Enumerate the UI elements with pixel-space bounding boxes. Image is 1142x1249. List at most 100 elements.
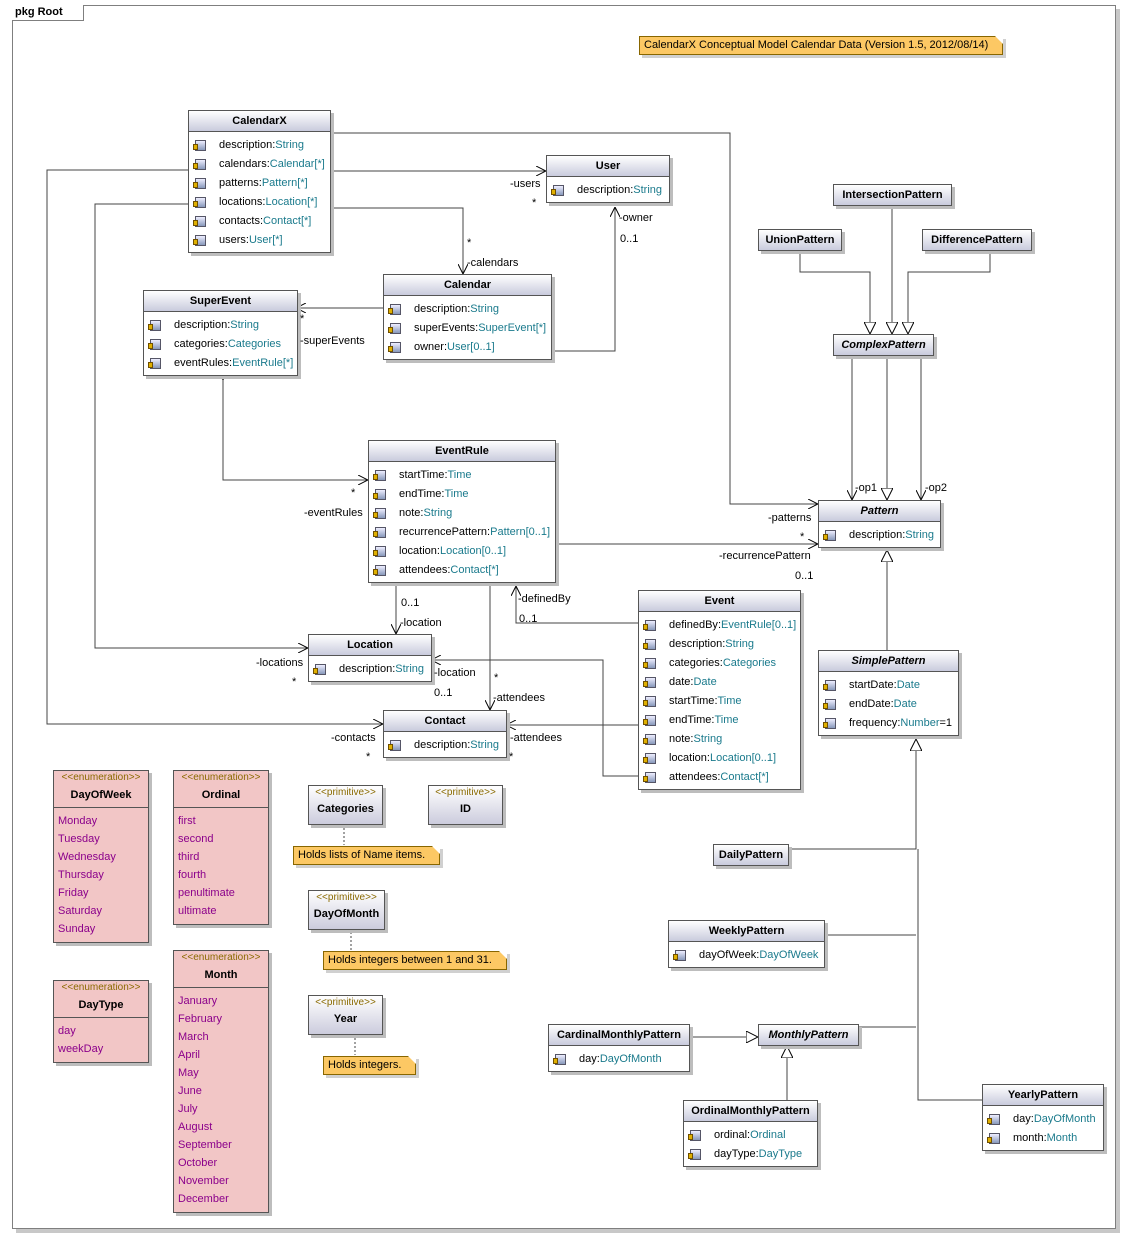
prim-id[interactable]: <<primitive>>ID — [428, 785, 503, 825]
prim-year[interactable]: <<primitive>>Year — [308, 995, 383, 1035]
attribute-row[interactable]: users:User[*] — [189, 231, 330, 250]
attribute-row[interactable]: attendees:Contact[*] — [639, 768, 800, 787]
attribute-row[interactable]: endTime:Time — [639, 711, 800, 730]
attribute-row[interactable]: description:String — [144, 316, 297, 335]
attribute-row[interactable]: date:Date — [639, 673, 800, 692]
enum-literal[interactable]: Saturday — [58, 905, 103, 917]
enum-literal[interactable]: February — [178, 1013, 223, 1025]
attribute-row[interactable]: definedBy:EventRule[0..1] — [639, 616, 800, 635]
attribute-name: description — [219, 139, 273, 151]
attribute-row[interactable]: description:String — [819, 526, 940, 545]
enum-literal[interactable]: third — [178, 851, 200, 863]
attribute-row[interactable]: dayOfWeek:DayOfWeek — [669, 946, 824, 965]
attribute-row[interactable]: note:String — [639, 730, 800, 749]
attribute-type: Categories — [227, 338, 282, 350]
enum-literal[interactable]: day — [58, 1025, 76, 1037]
attribute-row[interactable]: dayType:DayType — [684, 1145, 817, 1164]
attribute-row[interactable]: ordinal:Ordinal — [684, 1126, 817, 1145]
attribute-row[interactable]: month:Month — [983, 1129, 1103, 1148]
enum-literal[interactable]: September — [178, 1139, 232, 1151]
attribute-row[interactable]: categories:Categories — [639, 654, 800, 673]
attribute-row[interactable]: recurrencePattern:Pattern[0..1] — [369, 523, 555, 542]
enum-literal[interactable]: August — [178, 1121, 213, 1133]
enum-literal[interactable]: Monday — [58, 815, 98, 827]
enum-literal[interactable]: Tuesday — [58, 833, 100, 845]
class-differencepattern[interactable]: DifferencePattern — [922, 229, 1032, 251]
enum-literal[interactable]: May — [178, 1067, 199, 1079]
attribute-row[interactable]: location:Location[0..1] — [639, 749, 800, 768]
class-dailypattern[interactable]: DailyPattern — [713, 844, 789, 866]
enum-literal[interactable]: Sunday — [58, 923, 96, 935]
attribute-row[interactable]: owner:User[0..1] — [384, 338, 551, 357]
attribute-row[interactable]: superEvents:SuperEvent[*] — [384, 319, 551, 338]
attribute-lock-icon — [688, 1149, 701, 1160]
prim-dayofmonth[interactable]: <<primitive>>DayOfMonth — [308, 890, 385, 930]
attribute-row[interactable]: description:String — [547, 181, 669, 200]
class-unionpattern[interactable]: UnionPattern — [758, 229, 842, 251]
attribute-row[interactable]: description:String — [384, 736, 506, 755]
enum-literal[interactable]: January — [178, 995, 218, 1007]
enum-literal[interactable]: November — [178, 1175, 229, 1187]
class-complexpattern[interactable]: ComplexPattern — [833, 334, 934, 356]
attribute-row[interactable]: note:String — [369, 504, 555, 523]
enum-literal[interactable]: penultimate — [178, 887, 235, 899]
attribute-row[interactable]: patterns:Pattern[*] — [189, 174, 330, 193]
enum-literal[interactable]: Friday — [58, 887, 89, 899]
attribute-row[interactable]: endDate:Date — [819, 695, 958, 714]
attribute-row[interactable]: locations:Location[*] — [189, 193, 330, 212]
attribute-row[interactable]: endTime:Time — [369, 485, 555, 504]
attribute-row[interactable]: frequency:Number=1 — [819, 714, 958, 733]
attribute-row[interactable]: categories:Categories — [144, 335, 297, 354]
class-monthlypattern[interactable]: MonthlyPattern — [758, 1024, 859, 1046]
attribute-row[interactable]: description:String — [384, 300, 551, 319]
enum-literal[interactable]: April — [178, 1049, 201, 1061]
enum-literal[interactable]: ultimate — [178, 905, 217, 917]
attribute-row[interactable]: description:String — [639, 635, 800, 654]
attribute-row[interactable]: day:DayOfMonth — [549, 1050, 689, 1069]
class-intersectionpattern[interactable]: IntersectionPattern — [833, 184, 952, 206]
attribute-row[interactable]: eventRules:EventRule[*] — [144, 354, 297, 373]
enum-literal[interactable]: March — [178, 1031, 209, 1043]
enum-literal[interactable]: fourth — [178, 869, 207, 881]
attribute-row[interactable]: day:DayOfMonth — [983, 1110, 1103, 1129]
attribute-row[interactable]: description:String — [189, 136, 330, 155]
attribute-row[interactable]: startTime:Time — [369, 466, 555, 485]
enum-literal[interactable]: December — [178, 1193, 229, 1205]
enum-literal[interactable]: second — [178, 833, 214, 845]
attribute-row[interactable]: contacts:Contact[*] — [189, 212, 330, 231]
enum-literal[interactable]: Thursday — [58, 869, 104, 881]
attribute-row[interactable]: location:Location[0..1] — [369, 542, 555, 561]
prim-categories[interactable]: <<primitive>>Categories — [308, 785, 383, 825]
attribute-row[interactable]: calendars:Calendar[*] — [189, 155, 330, 174]
note-categories: Holds lists of Name items. — [293, 846, 441, 865]
attribute-row[interactable]: description:String — [309, 660, 431, 679]
attribute-name: startTime — [399, 469, 445, 481]
enum-literal[interactable]: June — [178, 1085, 202, 1097]
enum-literal[interactable]: October — [178, 1157, 218, 1169]
enum-literal[interactable]: July — [178, 1103, 198, 1115]
enum-literal[interactable]: weekDay — [58, 1043, 104, 1055]
attribute-row[interactable]: startTime:Time — [639, 692, 800, 711]
enum-literal[interactable]: Wednesday — [58, 851, 116, 863]
attribute-row[interactable]: attendees:Contact[*] — [369, 561, 555, 580]
enum-literal[interactable]: first — [178, 815, 196, 827]
attribute-row[interactable]: startDate:Date — [819, 676, 958, 695]
